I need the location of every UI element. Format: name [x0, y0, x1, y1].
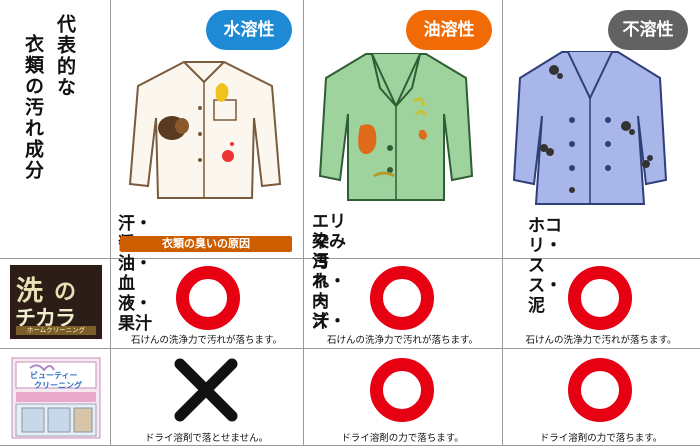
logo-main-char: 洗 [16, 276, 43, 307]
dirt-stains [540, 65, 653, 193]
result-circle-r1c2 [370, 266, 434, 330]
header-label: 代表的な 衣類の汚れ成分 [0, 0, 110, 258]
badge-oil-soluble: 油溶性 [406, 10, 492, 50]
result-circle-r1c1 [176, 266, 240, 330]
result-note-r1c1: 石けんの洗浄力で汚れが落ちます。 [130, 335, 283, 346]
oil-stain [358, 124, 377, 155]
result-circle-r1c3 [568, 266, 632, 330]
result-note-r2c2: ドライ溶剤の力で落ちます。 [341, 433, 464, 444]
shirt-illustration [128, 61, 282, 199]
coat-illustration [512, 51, 668, 205]
result-cross-r2c1 [174, 358, 238, 422]
shop-sign-line2: クリーニング [34, 381, 82, 390]
logo-subtitle: ホームクリーニング [16, 326, 96, 335]
result-note-r2c1: ドライ溶剤で落とせません。 [144, 433, 269, 444]
stain-text-oil-line1: エリ染み汚れ・肉汁・ [312, 212, 346, 332]
cleaning-shop-logo [11, 357, 101, 439]
result-note-r2c3: ドライ溶剤の力で落ちます。 [539, 433, 663, 444]
header-title-col1: 代表的な [54, 14, 76, 98]
badge-insoluble: 不溶性 [608, 10, 688, 50]
result-circle-r2c3 [568, 358, 632, 422]
blood-stain [222, 150, 234, 162]
logo-no: の [54, 279, 77, 305]
jacket-illustration [318, 53, 474, 201]
result-circle-r2c2 [370, 358, 434, 422]
logo-chikara: チカラ [15, 305, 76, 330]
shop-sign-line1: ビューティー [30, 371, 78, 380]
stain-text-insoluble: ホコリ・スス・泥 [528, 216, 562, 316]
odor-note: 衣類の臭いの原因 [120, 236, 292, 252]
stain-text-water: 汗・醤油・血液・果汁 [118, 214, 152, 334]
result-note-r1c3: 石けんの洗浄力で汚れが落ちます。 [525, 335, 677, 346]
juice-stain [215, 83, 229, 102]
result-note-r1c2: 石けんの洗浄力で汚れが落ちます。 [326, 335, 479, 346]
home-cleaning-logo: 洗 の チカラ ホームクリーニング [10, 265, 102, 339]
badge-water-soluble: 水溶性 [206, 10, 292, 50]
stain-text-oil-line2: マヨネーズ [312, 232, 329, 332]
header-title-col2: 衣類の汚れ成分 [22, 34, 44, 181]
